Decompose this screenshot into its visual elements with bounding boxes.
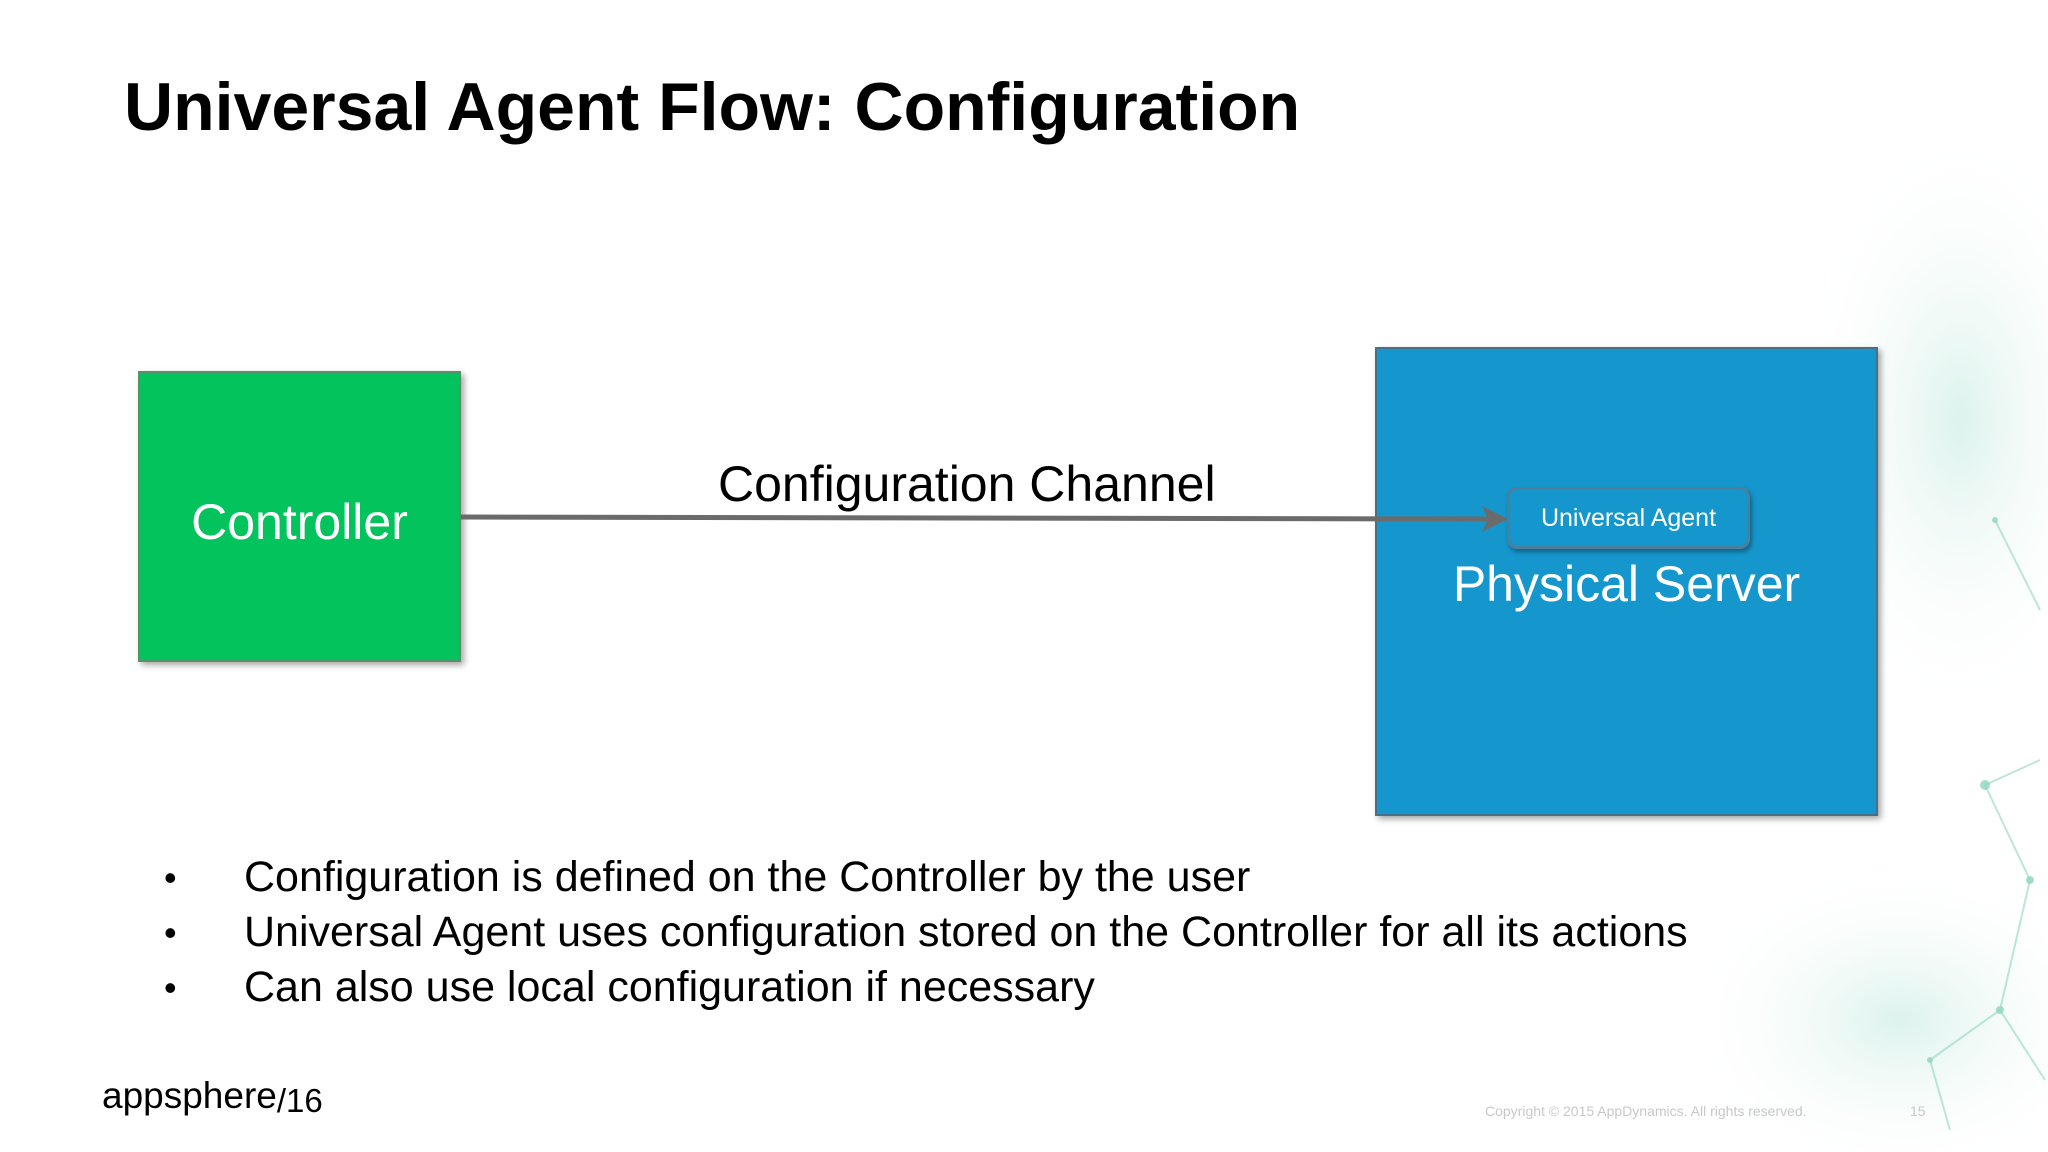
bullet-text: Can also use local configuration if nece… bbox=[244, 963, 1095, 1011]
bullet-text: Universal Agent uses configuration store… bbox=[244, 908, 1688, 956]
physical-server-label: Physical Server bbox=[1452, 556, 1801, 612]
physical-server-box: Physical Server bbox=[1375, 347, 1878, 816]
bullet-glyph: • bbox=[164, 967, 177, 1008]
appsphere-logo: appsphere/16 bbox=[102, 1075, 323, 1120]
universal-agent-label: Universal Agent bbox=[1540, 504, 1717, 532]
list-item: • Configuration is defined on the Contro… bbox=[164, 850, 1688, 905]
controller-label: Controller bbox=[191, 494, 408, 550]
bullet-glyph: • bbox=[164, 912, 177, 953]
configuration-channel-label: Configuration Channel bbox=[718, 456, 1216, 512]
logo-text: appsphere bbox=[102, 1075, 277, 1116]
logo-year: /16 bbox=[276, 1082, 323, 1119]
bullet-glyph: • bbox=[164, 857, 177, 898]
page-number: 15 bbox=[1910, 1103, 1926, 1119]
list-item: • Universal Agent uses configuration sto… bbox=[164, 905, 1688, 960]
bullet-list: • Configuration is defined on the Contro… bbox=[164, 850, 1688, 1015]
list-item: • Can also use local configuration if ne… bbox=[164, 960, 1688, 1015]
controller-box: Controller bbox=[138, 371, 461, 662]
copyright-text: Copyright © 2015 AppDynamics. All rights… bbox=[1485, 1103, 1807, 1119]
bullet-text: Configuration is defined on the Controll… bbox=[244, 853, 1251, 901]
slide-title: Universal Agent Flow: Configuration bbox=[124, 69, 1301, 145]
universal-agent-box: Universal Agent bbox=[1507, 487, 1750, 549]
